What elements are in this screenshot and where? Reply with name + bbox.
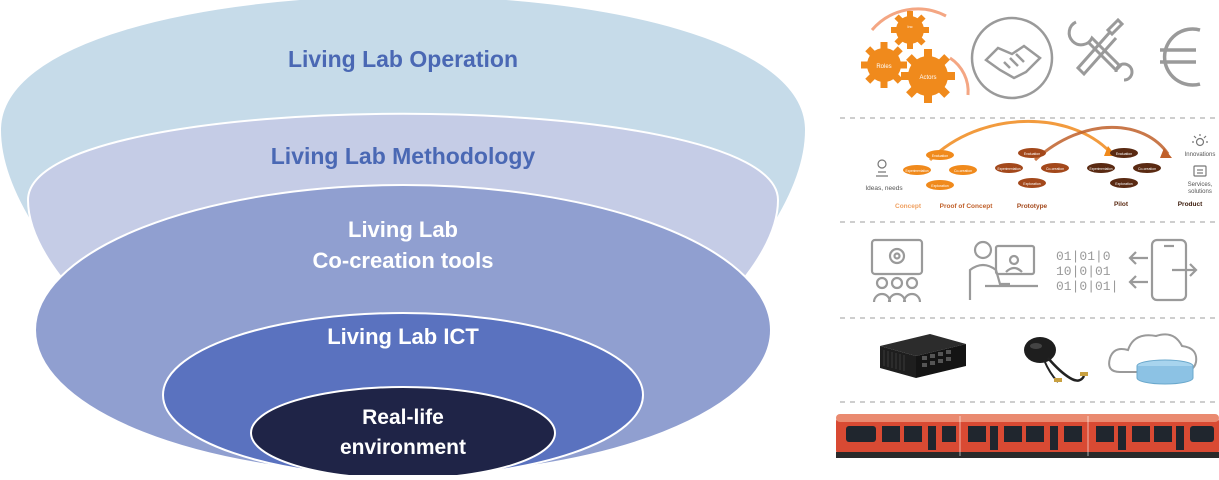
- ideas-icon: [876, 159, 888, 177]
- svg-text:Experimentation: Experimentation: [1089, 167, 1112, 171]
- svg-text:Experimentation: Experimentation: [997, 167, 1020, 171]
- layer-label-reallife-line2: environment: [339, 436, 467, 459]
- services-label-2: solutions: [1188, 189, 1212, 195]
- binary-data-icon: 01|01|0 10|0|01 01|0|01|: [1056, 249, 1118, 294]
- svg-text:Co-creation: Co-creation: [954, 169, 972, 173]
- cluster-concept: Evaluation Experimentation Co-creation E…: [903, 150, 977, 190]
- svg-text:Exploration: Exploration: [1023, 182, 1041, 186]
- gears-icon: Roles Actors Inc: [861, 7, 970, 103]
- team-settings-icon: [870, 238, 924, 303]
- svg-text:Experimentation: Experimentation: [905, 169, 928, 173]
- handshake-icon: [970, 16, 1054, 100]
- innovations-label: Innovations: [1185, 152, 1216, 158]
- gnss-antenna-icon: [1024, 337, 1088, 383]
- svg-text:10|0|01: 10|0|01: [1056, 264, 1111, 279]
- cluster-prototype: Evaluation Experimentation Co-creation E…: [995, 148, 1069, 188]
- gear-label-top: Inc: [907, 24, 912, 29]
- row-separators: [840, 117, 1219, 403]
- svg-text:Co-creation: Co-creation: [1138, 167, 1156, 171]
- ideas-label: Ideas, needs: [865, 185, 903, 192]
- stage-pilot: Pilot: [1114, 201, 1129, 208]
- layer-label-reallife: Real-life environment: [300, 403, 506, 463]
- svg-text:Evaluation: Evaluation: [1116, 152, 1132, 156]
- cluster-pilot: Evaluation Experimentation Co-creation E…: [1087, 148, 1161, 188]
- svg-text:Exploration: Exploration: [931, 184, 949, 188]
- layer-label-operation: Living Lab Operation: [287, 46, 518, 72]
- gear-label-actors: Actors: [919, 75, 936, 81]
- svg-text:01|0|01|: 01|0|01|: [1056, 279, 1118, 294]
- layer-label-cocreation: Living Lab Co-creation tools: [260, 214, 546, 276]
- svg-text:01|01|0: 01|01|0: [1056, 249, 1111, 264]
- stage-concept: Concept: [895, 203, 922, 210]
- svg-text:Exploration: Exploration: [1115, 182, 1133, 186]
- stage-proof-of-concept: Proof of Concept: [940, 203, 994, 210]
- services-label-1: Services,: [1188, 182, 1213, 188]
- svg-text:Evaluation: Evaluation: [1024, 152, 1040, 156]
- innovations-icon: [1192, 134, 1208, 147]
- layer-label-ict: Living Lab ICT: [327, 324, 479, 349]
- tools-icon: [1067, 17, 1134, 82]
- euro-icon: [1160, 27, 1201, 87]
- methodology-process: Ideas, needs Evaluation Experimentation …: [865, 119, 1216, 210]
- services-icon: [1193, 165, 1207, 177]
- person-computer-icon: [968, 240, 1038, 300]
- layer-label-methodology: Living Lab Methodology: [270, 143, 536, 169]
- mobile-transfer-icon: [1128, 238, 1198, 302]
- layer-label-cocreation-line1: Living Lab: [348, 217, 458, 242]
- tram-icon: [836, 414, 1219, 458]
- stage-product: Product: [1178, 201, 1203, 208]
- layer-label-cocreation-line2: Co-creation tools: [312, 248, 494, 273]
- gear-label-roles: Roles: [876, 64, 891, 70]
- edge-computer-icon: [880, 334, 966, 378]
- stage-prototype: Prototype: [1017, 203, 1048, 210]
- svg-text:Evaluation: Evaluation: [932, 154, 948, 158]
- svg-text:Co-creation: Co-creation: [1046, 167, 1064, 171]
- cloud-database-icon: [1108, 333, 1198, 385]
- layer-label-reallife-line1: Real-life: [362, 406, 444, 429]
